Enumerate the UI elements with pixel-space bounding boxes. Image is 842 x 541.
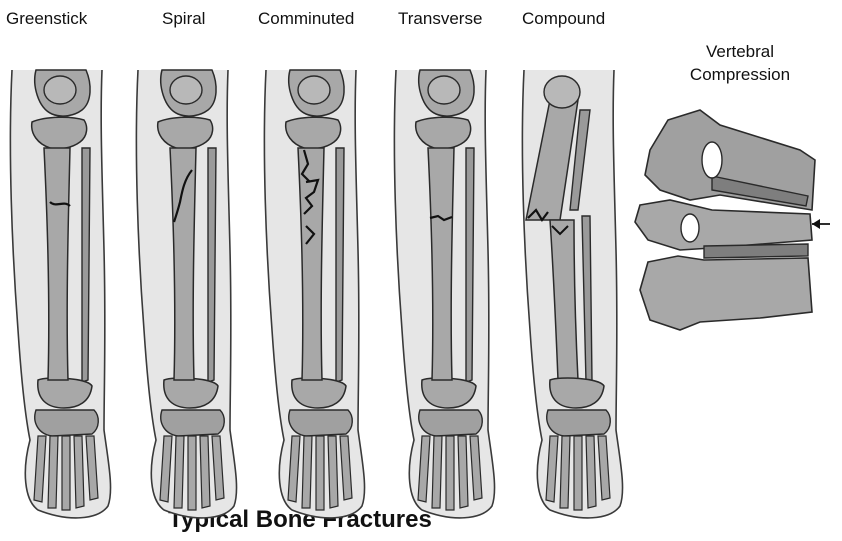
leg-comminuted bbox=[264, 70, 364, 518]
vertebrae-compression bbox=[635, 110, 830, 330]
arrow-icon bbox=[812, 219, 820, 229]
leg-greenstick bbox=[10, 70, 110, 518]
leg-spiral bbox=[136, 70, 236, 518]
leg-compound bbox=[522, 70, 622, 518]
leg-transverse bbox=[394, 70, 494, 518]
